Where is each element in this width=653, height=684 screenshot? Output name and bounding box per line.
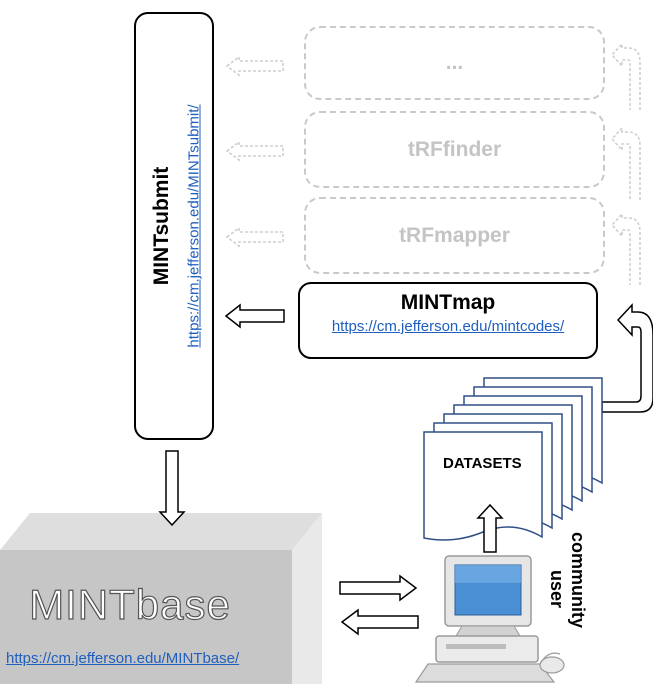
ghost-arrow-1 <box>225 55 284 77</box>
computer-icon <box>414 555 565 683</box>
mintsubmit-link[interactable]: https://cm.jefferson.edu/MINTsubmit/ <box>185 104 203 348</box>
mintsubmit-title: MINTsubmit <box>150 166 173 286</box>
ghost-tool-trffinder-label: tRFfinder <box>407 137 502 161</box>
community-label: community <box>568 532 588 629</box>
arrow-user-to-datasets <box>476 503 504 553</box>
ghost-arrow-2 <box>225 140 284 162</box>
user-label: user <box>547 570 567 609</box>
ghost-tool-trfmapper: tRFmapper <box>304 197 605 274</box>
ghost-tool-trffinder: tRFfinder <box>304 111 605 188</box>
arrow-datasets-to-mintmap <box>601 303 653 413</box>
datasets-stack <box>423 377 603 541</box>
ghost-tool-trfmapper-label: tRFmapper <box>399 223 510 247</box>
arrow-mintmap-to-mintsubmit <box>224 303 285 329</box>
ghost-arrow-3 <box>225 226 284 248</box>
mintmap-box: MINTmap https://cm.jefferson.edu/mintcod… <box>298 282 598 359</box>
mintbase-title: MINTbase <box>29 580 231 628</box>
ghost-tool-more: ... <box>304 26 605 100</box>
arrow-mintbase-to-user <box>339 574 418 602</box>
datasets-label: DATASETS <box>443 455 522 472</box>
mintmap-title: MINTmap <box>400 291 496 314</box>
mintsubmit-box: MINTsubmit https://cm.jefferson.edu/MINT… <box>134 12 214 440</box>
mintbase-cube <box>0 513 322 684</box>
arrow-mintsubmit-to-mintbase <box>158 450 186 527</box>
ghost-tool-more-label: ... <box>445 51 464 74</box>
mintbase-link[interactable]: https://cm.jefferson.edu/MINTbase/ <box>6 650 240 667</box>
mintmap-link[interactable]: https://cm.jefferson.edu/mintcodes/ <box>331 318 565 335</box>
arrow-user-to-mintbase <box>340 608 419 636</box>
ghost-curve-arrows <box>610 41 641 285</box>
